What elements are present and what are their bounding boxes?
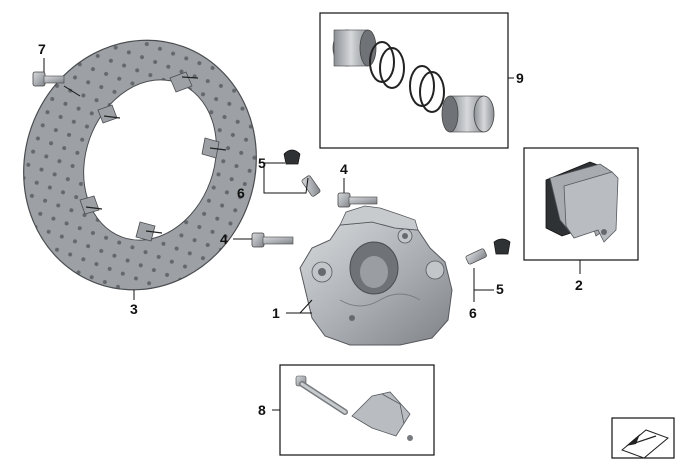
callout-3: 3	[130, 301, 138, 317]
bleed-valve-lower	[465, 238, 511, 265]
callout-6-lower: 6	[469, 305, 477, 321]
piston-kit-box	[319, 12, 509, 149]
callout-2: 2	[575, 277, 583, 293]
caliper-bolt-upper	[337, 192, 378, 208]
callout-5-upper: 5	[258, 155, 266, 171]
disc-bolt	[32, 71, 65, 87]
leader-lines	[43, 58, 581, 411]
callout-4-upper: 4	[340, 161, 348, 177]
callout-7: 7	[38, 41, 46, 57]
caliper-bolt-lower	[251, 232, 294, 248]
callouts: 7 3 1 4 4 5 6 5 6 2 9 8	[38, 41, 583, 418]
brake-pad-box	[523, 147, 639, 261]
callout-4-lower: 4	[220, 231, 228, 247]
brake-disc	[23, 39, 257, 291]
pad-pin-box	[279, 364, 435, 456]
bleed-valve-upper	[283, 149, 321, 197]
direction-icon	[611, 417, 675, 459]
callout-1: 1	[272, 305, 280, 321]
callout-9: 9	[516, 70, 524, 86]
callout-6-upper: 6	[237, 185, 245, 201]
brake-caliper	[299, 205, 453, 346]
callout-8: 8	[258, 402, 266, 418]
callout-5-lower: 5	[496, 281, 504, 297]
